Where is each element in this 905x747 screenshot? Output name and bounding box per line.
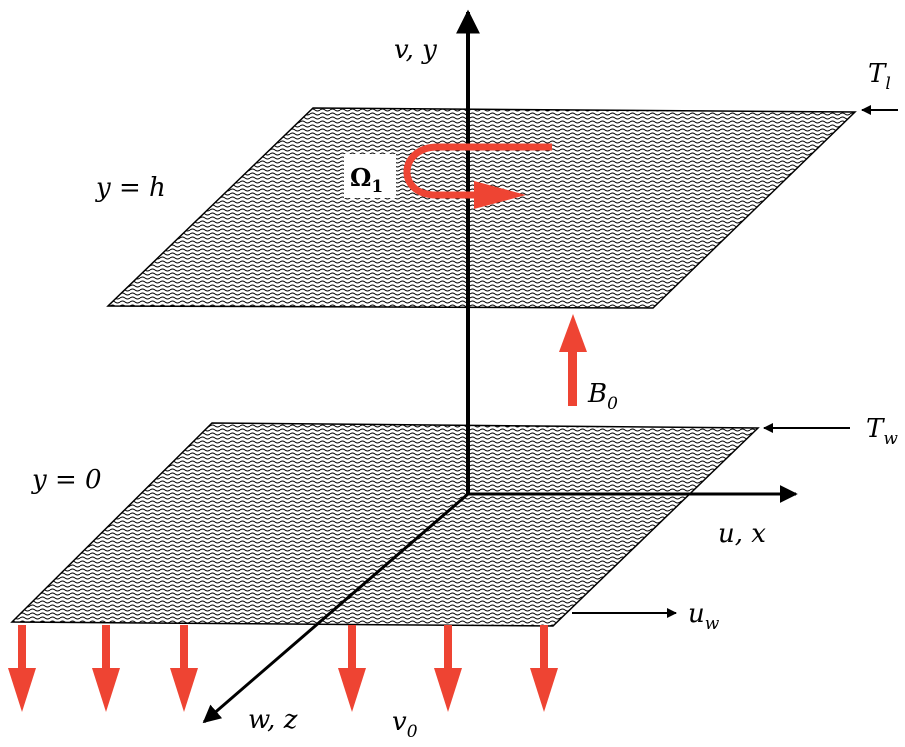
z-axis: [202, 492, 469, 724]
field-label: B0: [587, 379, 618, 414]
plane-top-label: y = h: [95, 173, 166, 203]
wall-velocity-label: uw: [688, 599, 720, 634]
suction-arrow: [434, 625, 462, 712]
magnetic-field-arrow: [559, 314, 587, 406]
suction-sub: 0: [407, 722, 418, 742]
top-plate: [106, 107, 857, 309]
suction-arrow: [338, 625, 366, 712]
temp-bottom-label: Tw: [866, 414, 898, 449]
suction-arrows: [8, 625, 558, 712]
temp-bottom-base: T: [866, 414, 885, 444]
rotation-arrow: [403, 143, 552, 209]
suction-arrow: [92, 625, 120, 712]
suction-label: v0: [392, 707, 418, 742]
temp-top-sub: l: [885, 74, 890, 94]
rotation-label-bg: [344, 154, 396, 198]
suction-arrow: [8, 625, 36, 712]
temp-top-base: T: [868, 59, 887, 89]
plane-bottom-label: y = 0: [31, 465, 102, 495]
x-axis-label: u, x: [718, 519, 766, 549]
rotation-sub: 1: [371, 177, 383, 197]
temp-top-label: Tl: [868, 59, 891, 94]
suction-arrow: [170, 625, 198, 712]
field-base: B: [587, 379, 607, 409]
suction-arrow: [530, 625, 558, 712]
bottom-plate: [10, 422, 760, 627]
rotation-base: Ω: [350, 163, 371, 192]
temp-bottom-sub: w: [883, 429, 898, 449]
z-axis-label: w, z: [248, 705, 298, 735]
field-sub: 0: [607, 394, 618, 414]
vertical-axis-label: v, y: [394, 35, 437, 65]
wall-velocity-base: u: [688, 599, 705, 629]
suction-base: v: [392, 707, 407, 737]
rotation-label: Ω1: [350, 163, 383, 197]
wall-velocity-sub: w: [705, 614, 720, 634]
